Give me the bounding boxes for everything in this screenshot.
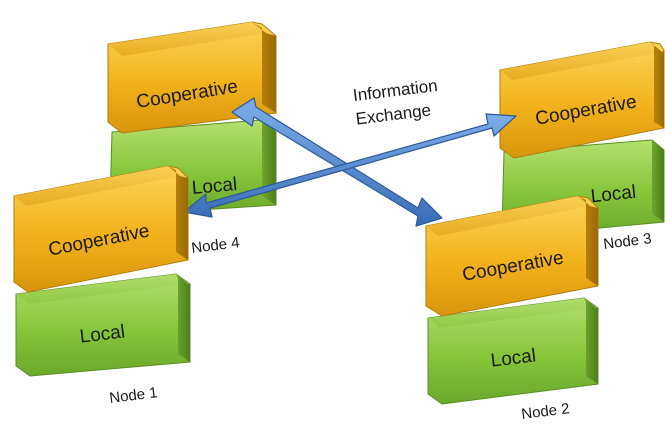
node-1-label: Node 1 — [108, 384, 158, 407]
node-2-local-block: Local — [427, 297, 599, 405]
node-2-cooperative-block: Cooperative — [425, 195, 599, 317]
node-1-cooperative-block: Cooperative — [13, 165, 189, 293]
node-3-local-label: Local — [590, 182, 637, 208]
node-4-local-label: Local — [191, 174, 238, 199]
node-3-cooperative-block: Cooperative — [499, 41, 665, 159]
node-3-label: Node 3 — [602, 230, 652, 253]
node-1: Local Cooperative — [13, 165, 191, 377]
node-4-label: Node 4 — [190, 234, 240, 257]
node-1-local-block: Local — [15, 273, 191, 377]
information-exchange-arrows — [183, 97, 517, 227]
double-arrow-icon — [231, 97, 443, 227]
node-2-label: Node 2 — [520, 400, 570, 423]
node-2: Local Cooperative — [425, 195, 599, 405]
information-exchange-label-line2: Exchange — [355, 101, 432, 129]
node-4-cooperative-block: Cooperative — [107, 21, 277, 134]
double-arrow-icon — [183, 113, 517, 218]
